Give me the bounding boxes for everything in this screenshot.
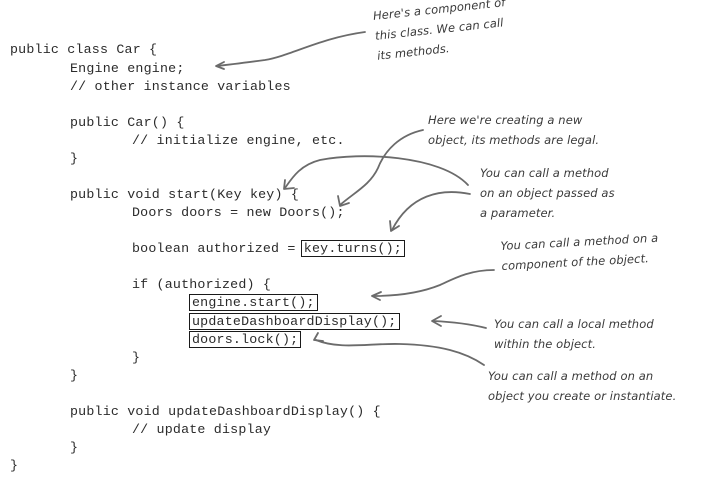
code-line-engine-field: Engine engine;	[70, 61, 185, 76]
note-instantiate-line-2: object you create or instantiate.	[488, 389, 677, 403]
code-line-doors-lock: doors.lock();	[189, 331, 302, 348]
code-line-close-brace: }	[70, 151, 79, 166]
arrow-instantiate-icon	[315, 339, 485, 366]
code-line-start-method: public void start(Key key) {	[70, 187, 300, 202]
code-line-close-update: }	[70, 440, 79, 455]
note-new-object: Here we're creating a new object, its me…	[428, 110, 599, 150]
note-parameter-line-1: You can call a method	[480, 166, 609, 180]
arrow-new-object-icon	[339, 129, 424, 206]
note-instantiate: You can call a method on an object you c…	[488, 366, 676, 406]
code-line-close-class: }	[10, 458, 19, 473]
code-line-close-start: }	[70, 368, 79, 383]
boxed-key-turns: key.turns();	[300, 240, 405, 257]
code-line-update-method: public void updateDashboardDisplay() {	[70, 404, 381, 419]
note-local-method-line-2: within the object.	[494, 337, 596, 351]
note-new-object-line-2: object, its methods are legal.	[428, 133, 600, 147]
code-line-comment-update: // update display	[132, 422, 272, 437]
code-line-constructor: public Car() {	[70, 115, 185, 130]
boxed-engine-start: engine.start();	[189, 294, 318, 311]
code-line-close-if: }	[132, 350, 141, 365]
arrow-local-method-icon	[432, 320, 487, 329]
code-line-comment-instance-vars: // other instance variables	[70, 79, 291, 94]
code-line-comment-initialize: // initialize engine, etc.	[132, 133, 345, 148]
boxed-doors-lock: doors.lock();	[189, 331, 302, 348]
code-line-if-authorized: if (authorized) {	[132, 277, 272, 292]
note-local-method: You can call a local method within the o…	[494, 314, 654, 354]
authorized-assignment: boolean authorized =	[132, 241, 304, 256]
note-instantiate-line-1: You can call a method on an	[488, 369, 654, 383]
boxed-update-dashboard: updateDashboardDisplay();	[189, 313, 400, 330]
code-line-new-doors: Doors doors = new Doors();	[132, 205, 345, 220]
code-line-engine-start: engine.start();	[189, 294, 318, 311]
code-line-update-dashboard: updateDashboardDisplay();	[189, 313, 400, 330]
arrow-component-call-icon	[372, 269, 495, 297]
note-parameter-line-3: a parameter.	[480, 206, 556, 220]
arrow-parameter-key-icon	[284, 155, 469, 189]
code-line-class-decl: public class Car {	[10, 42, 158, 57]
note-parameter-line-2: on an object passed as	[480, 186, 615, 200]
note-new-object-line-1: Here we're creating a new	[428, 113, 583, 127]
note-parameter: You can call a method on an object passe…	[480, 163, 615, 223]
note-component-call: You can call a method on a component of …	[500, 228, 660, 276]
arrow-parameter-turns-icon	[391, 191, 471, 231]
arrow-component-icon	[216, 31, 366, 67]
note-local-method-line-1: You can call a local method	[494, 317, 654, 331]
code-line-authorized: boolean authorized = key.turns();	[132, 240, 405, 257]
